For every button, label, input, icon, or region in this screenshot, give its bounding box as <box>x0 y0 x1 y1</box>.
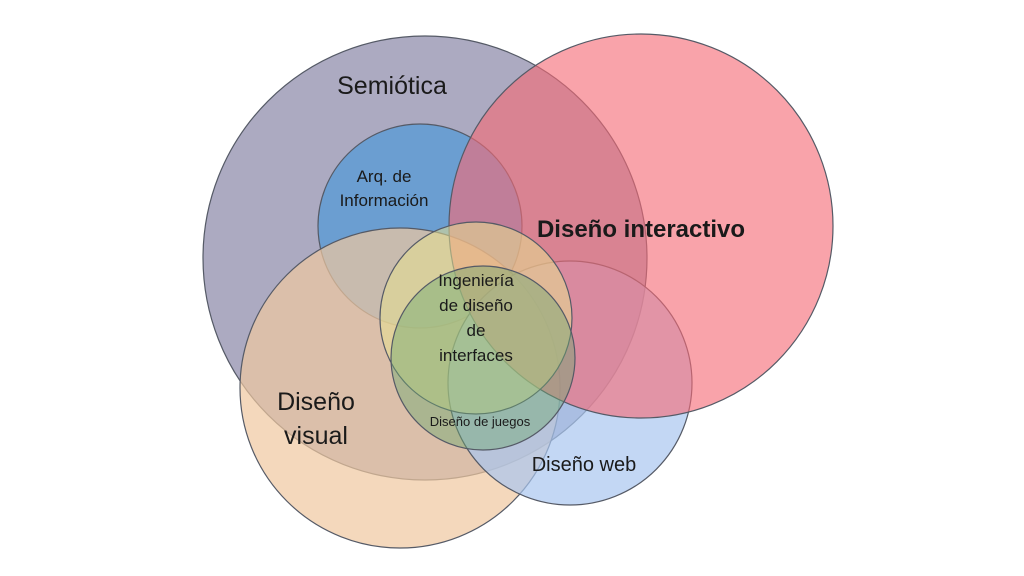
label-ingenieria-line1: Ingeniería <box>438 271 514 290</box>
label-ingenieria-line2: de diseño <box>439 296 513 315</box>
circles-layer <box>202 33 834 549</box>
circle-ingenieria <box>379 221 573 415</box>
label-juegos: Diseño de juegos <box>430 414 531 429</box>
label-web: Diseño web <box>532 454 637 476</box>
label-interactivo: Diseño interactivo <box>537 216 745 243</box>
label-semiotica: Semiótica <box>337 72 447 100</box>
label-visual-line1: Diseño <box>277 388 355 416</box>
label-ingenieria-line3: de <box>467 321 486 340</box>
label-arq-line1: Arq. de <box>357 167 412 186</box>
circle-juegos <box>390 265 576 451</box>
label-visual-line2: visual <box>284 422 348 450</box>
labels-layer: Semiótica Arq. de Información Diseño int… <box>277 72 745 476</box>
label-ingenieria-line4: interfaces <box>439 346 513 365</box>
label-arq-line2: Información <box>340 191 429 210</box>
